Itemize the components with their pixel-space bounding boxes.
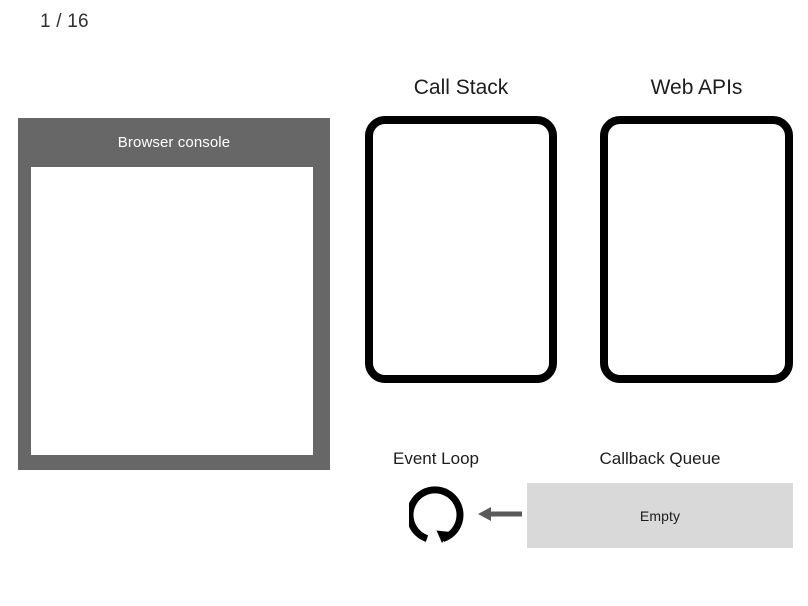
event-loop-label: Event Loop [392, 449, 479, 468]
browser-console-output [31, 167, 313, 455]
browser-console-title: Browser console [117, 134, 231, 151]
browser-console-panel: Browser console [18, 118, 330, 470]
arrow-left-icon [478, 505, 522, 523]
web-apis-box [600, 116, 793, 383]
web-apis-heading: Web APIs [650, 76, 743, 99]
circular-loop-arrow-icon [409, 486, 467, 544]
callback-queue-label: Callback Queue [599, 449, 721, 468]
call-stack-heading: Call Stack [413, 76, 509, 99]
callback-queue-status: Empty [639, 507, 681, 524]
call-stack-box [365, 116, 557, 383]
slide-counter: 1 / 16 [40, 11, 89, 32]
callback-queue-box: Empty [527, 483, 793, 548]
